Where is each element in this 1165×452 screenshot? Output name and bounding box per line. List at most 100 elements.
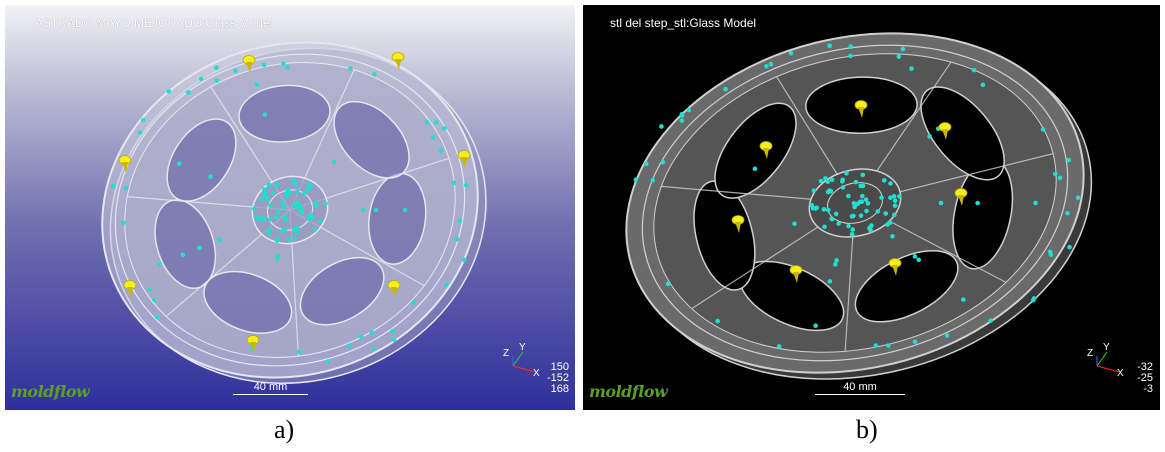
node-marker-icon (827, 279, 833, 284)
node-marker-icon (296, 349, 302, 355)
node-marker-icon (883, 211, 889, 216)
node-marker-icon (715, 318, 720, 324)
coord-x: -32 (1137, 361, 1153, 373)
node-marker-icon (348, 66, 353, 72)
node-marker-icon (176, 161, 182, 166)
axis-z-label: Z (503, 348, 509, 359)
node-marker-icon (840, 185, 846, 190)
node-marker-icon (846, 193, 851, 199)
node-marker-icon (297, 203, 303, 209)
node-marker-icon (891, 193, 897, 199)
node-marker-icon (851, 213, 856, 219)
node-marker-icon (844, 170, 849, 176)
node-marker-icon (463, 182, 469, 188)
node-marker-icon (686, 107, 692, 113)
node-marker-icon (863, 197, 869, 202)
node-marker-icon (257, 216, 263, 222)
node-marker-icon (909, 66, 914, 71)
node-marker-icon (1048, 252, 1054, 258)
node-marker-icon (325, 358, 331, 364)
node-marker-icon (813, 323, 818, 329)
node-marker-icon (285, 65, 290, 70)
node-marker-icon (881, 178, 887, 183)
node-marker-icon (858, 183, 863, 189)
node-marker-icon (261, 216, 267, 222)
node-marker-icon (633, 177, 639, 182)
coord-y: -152 (546, 372, 569, 384)
node-marker-icon (860, 193, 865, 199)
node-marker-icon (262, 112, 268, 117)
node-marker-icon (274, 215, 279, 220)
node-marker-icon (263, 194, 269, 199)
viewport-a[interactable]: ASTRADO MAYO MEJORADO:Glass Model 40 mm … (5, 5, 575, 410)
node-marker-icon (833, 211, 839, 217)
node-marker-icon (299, 210, 305, 216)
node-marker-icon (214, 65, 219, 71)
node-marker-icon (259, 197, 265, 202)
node-marker-icon (292, 236, 297, 241)
node-marker-icon (434, 120, 439, 125)
node-marker-icon (347, 343, 352, 348)
node-marker-icon (282, 214, 288, 220)
viewport-b[interactable]: stl del step_stl:Glass Model 40 mm Z Y X… (583, 5, 1160, 410)
node-marker-icon (1057, 175, 1063, 181)
moldflow-logo: moldflow (11, 382, 90, 401)
axis-triad-icon: Z Y X (503, 342, 540, 378)
node-marker-icon (411, 300, 417, 305)
coord-y: -25 (1137, 372, 1153, 384)
injection-cone-icon (391, 52, 405, 70)
node-marker-icon (371, 346, 377, 351)
node-marker-icon (438, 148, 444, 153)
node-marker-icon (868, 227, 873, 233)
node-marker-icon (834, 258, 839, 263)
injection-cone-icon (888, 258, 902, 276)
axis-x-label: X (533, 368, 540, 378)
node-marker-icon (825, 179, 830, 185)
node-marker-icon (825, 207, 831, 213)
node-marker-icon (988, 318, 994, 323)
caption-a: a) (274, 415, 295, 444)
node-marker-icon (659, 124, 664, 129)
node-marker-icon (980, 82, 986, 88)
node-marker-icon (430, 135, 436, 140)
node-marker-icon (233, 68, 238, 74)
node-marker-icon (886, 343, 891, 348)
node-marker-icon (961, 297, 966, 302)
node-marker-icon (457, 218, 463, 223)
node-marker-icon (788, 50, 794, 56)
node-marker-icon (1065, 210, 1070, 216)
node-marker-icon (853, 179, 859, 185)
node-marker-icon (792, 221, 797, 227)
node-marker-icon (944, 333, 950, 338)
node-marker-icon (849, 232, 855, 237)
node-marker-icon (361, 207, 366, 213)
node-marker-icon (1040, 127, 1046, 132)
node-marker-icon (306, 182, 312, 187)
node-marker-icon (274, 238, 280, 244)
node-marker-icon (358, 334, 364, 340)
node-marker-icon (912, 339, 918, 345)
node-marker-icon (827, 43, 832, 49)
node-markers-b (633, 43, 1081, 349)
node-marker-icon (848, 44, 854, 49)
node-marker-icon (214, 78, 220, 83)
injection-cone-icon (387, 280, 401, 298)
node-marker-icon (451, 180, 457, 186)
coord-z: 168 (550, 383, 569, 395)
node-marker-icon (254, 82, 260, 87)
axis-x-label: X (1117, 368, 1124, 378)
node-marker-icon (752, 166, 758, 172)
node-marker-icon (776, 344, 782, 349)
node-marker-icon (643, 161, 649, 167)
injection-cone-icon (954, 188, 968, 206)
injection-cone-icon (123, 280, 137, 298)
wheel-model-b (625, 32, 1093, 380)
node-marker-icon (268, 202, 273, 208)
node-marker-icon (318, 219, 323, 224)
wheel-geometry-a (101, 41, 487, 385)
node-marker-icon (266, 182, 272, 187)
node-marker-icon (864, 208, 869, 214)
node-marker-icon (818, 178, 824, 184)
node-marker-icon (461, 257, 467, 263)
node-marker-icon (441, 126, 447, 131)
